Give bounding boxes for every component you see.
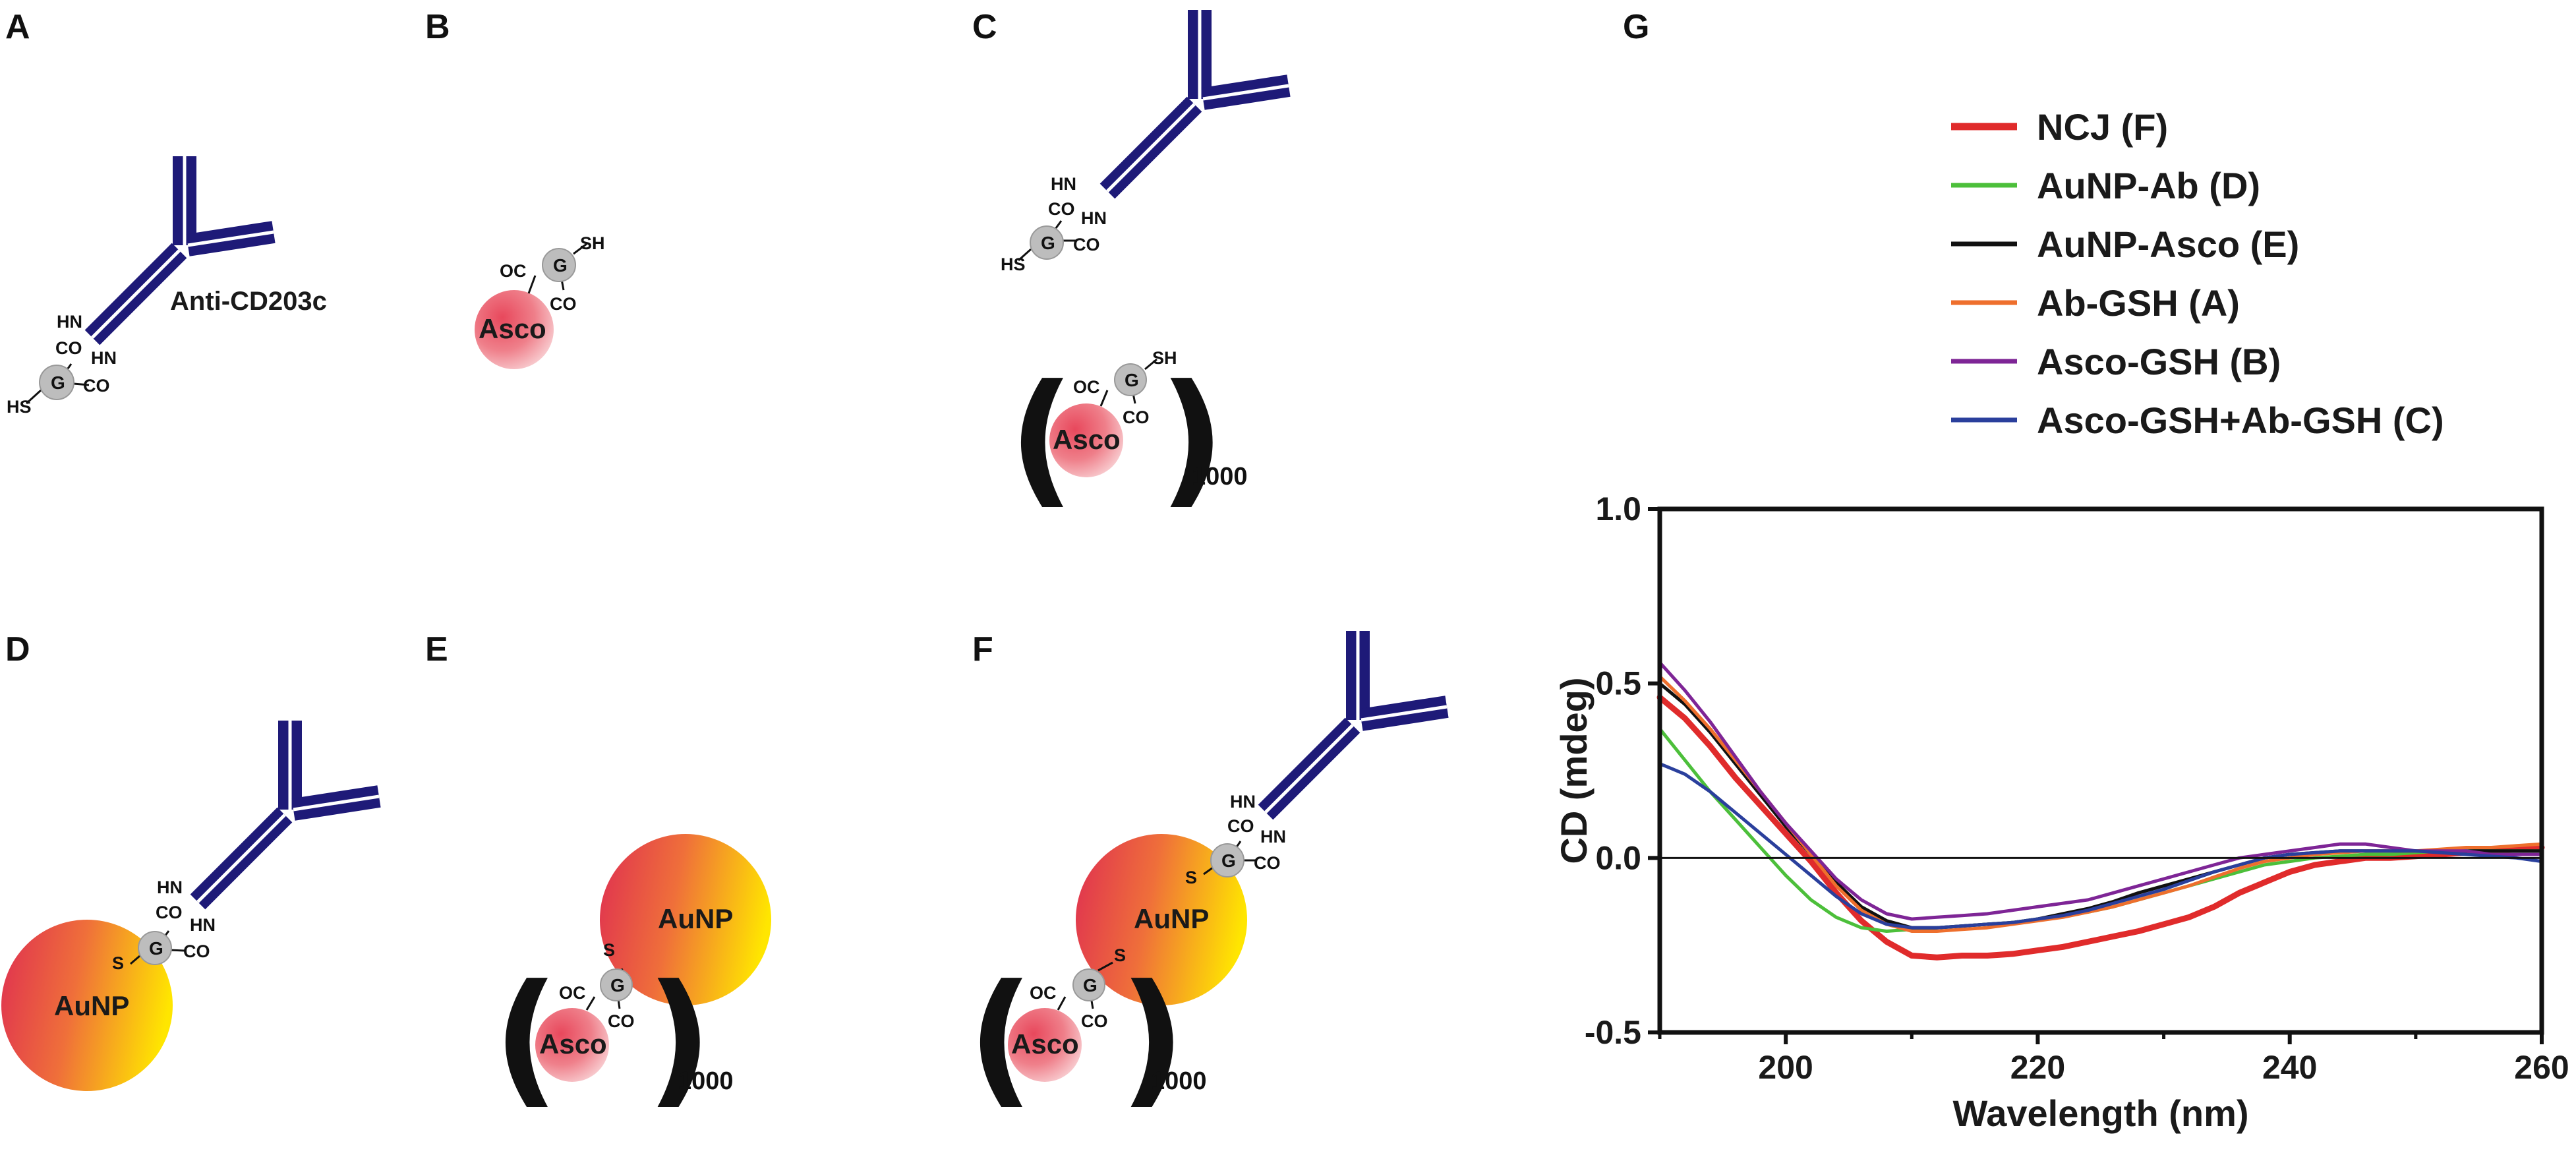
- hn-bottom-label: HN: [190, 915, 216, 935]
- legend-entry-2: AuNP-Ab (D): [2037, 165, 2260, 206]
- x-tick-label: 240: [2262, 1049, 2317, 1086]
- co-top-label: CO: [1227, 816, 1254, 836]
- co-top-label: CO: [1048, 199, 1075, 219]
- panel-a: Anti-CD203c HN CO HN CO G HS: [7, 156, 327, 417]
- hn-bottom-label: HN: [1260, 827, 1286, 847]
- co-top-label: CO: [156, 903, 183, 922]
- oc-label: OC: [500, 261, 527, 281]
- co-label: CO: [550, 294, 577, 314]
- series-line-6: [1658, 761, 2544, 930]
- sulfur-label: S: [1185, 868, 1197, 887]
- glycine-label: G: [51, 372, 65, 393]
- antibody-icon: [1266, 631, 1447, 812]
- legend-entry-1: NCJ (F): [2037, 106, 2168, 148]
- co-bottom-label: CO: [1254, 853, 1281, 873]
- x-tick-label: 220: [2010, 1049, 2065, 1086]
- chart-axes: 200 220 240 260 -0.5 0.0 0.5 1.0: [1585, 490, 2569, 1086]
- panel-letter-c: C: [972, 8, 997, 46]
- chart-series: [1656, 661, 2545, 961]
- panel-d: AuNP HN CO HN CO G S: [1, 721, 379, 1091]
- count-1000-label: 1000: [678, 1067, 734, 1095]
- hn-top-label: HN: [1230, 792, 1256, 812]
- oc-label: OC: [559, 983, 586, 1003]
- glycine-label: G: [149, 938, 163, 959]
- close-parenthesis: ): [1159, 353, 1225, 522]
- co-label: CO: [608, 1011, 635, 1031]
- asco-label: Asco: [479, 313, 546, 344]
- legend-entry-6: Asco-GSH+Ab-GSH (C): [2037, 400, 2444, 441]
- thiol-label: SH: [580, 233, 605, 253]
- series-line-3: [1658, 682, 2544, 930]
- oc-label: OC: [1073, 377, 1100, 397]
- legend-entry-4: Ab-GSH (A): [2037, 282, 2240, 324]
- aunp-label: AuNP: [658, 903, 733, 934]
- panel-letter-g: G: [1623, 8, 1649, 46]
- x-axis-title: Wavelength (nm): [1952, 1092, 2248, 1134]
- panel-letter-b: B: [425, 8, 450, 46]
- hn-bottom-label: HN: [91, 348, 117, 368]
- thiol-label: HS: [1001, 254, 1026, 274]
- series-line-5: [1658, 661, 2544, 921]
- sulfur-label: S: [112, 953, 124, 973]
- legend-entry-3: AuNP-Asco (E): [2037, 223, 2299, 265]
- chart-legend: NCJ (F) AuNP-Ab (D) AuNP-Asco (E) Ab-GSH (A…: [1951, 106, 2444, 441]
- y-tick-label: 1.0: [1595, 490, 1641, 527]
- panel-c: HN CO HN CO G HS ( Asco OC G CO SH ) 100…: [1001, 10, 1289, 522]
- y-axis-title: CD (mdeg): [1553, 677, 1595, 864]
- hn-top-label: HN: [157, 877, 183, 897]
- count-1000-label: 1000: [1192, 463, 1248, 490]
- asco-label: Asco: [1053, 424, 1121, 455]
- hn-top-label: HN: [1051, 174, 1076, 194]
- co-bottom-label: CO: [183, 941, 210, 961]
- series-line-4: [1658, 674, 2544, 933]
- glycine-label: G: [553, 255, 568, 276]
- panel-b: Asco OC G CO SH: [475, 233, 605, 369]
- panel-letter-d: D: [5, 630, 30, 669]
- panel-letter-a: A: [5, 8, 30, 46]
- hn-top-label: HN: [57, 312, 82, 332]
- glycine-label: G: [1083, 975, 1098, 996]
- close-parenthesis: ): [646, 953, 713, 1122]
- legend-entry-5: Asco-GSH (B): [2037, 341, 2281, 382]
- panel-letter-f: F: [972, 630, 993, 669]
- co-label: CO: [1123, 407, 1150, 427]
- panel-letter-e: E: [425, 630, 448, 669]
- co-top-label: CO: [55, 338, 82, 358]
- aunp-label: AuNP: [54, 990, 129, 1021]
- glycine-label: G: [1125, 370, 1139, 390]
- close-parenthesis: ): [1119, 953, 1186, 1122]
- plot-frame: [1657, 506, 2544, 1035]
- antibody-icon: [198, 721, 379, 902]
- thiol-label: SH: [1152, 348, 1177, 368]
- series-line-1: [1656, 694, 2545, 961]
- co-bottom-label: CO: [1073, 235, 1100, 254]
- y-tick-label: 0.0: [1595, 839, 1641, 876]
- panel-f: AuNP HN CO HN CO G S S ( Asco OC G CO ) …: [968, 631, 1447, 1122]
- y-tick-label: -0.5: [1585, 1014, 1641, 1051]
- glycine-label: G: [610, 975, 625, 996]
- antibody-label: Anti-CD203c: [170, 287, 327, 316]
- antibody-icon: [1107, 10, 1289, 191]
- panel-e: AuNP S ( Asco OC G CO ) 1000: [493, 834, 771, 1122]
- sulfur-label: S: [1114, 945, 1126, 965]
- hn-bottom-label: HN: [1081, 208, 1107, 228]
- sulfur-label: S: [603, 940, 615, 960]
- co-bottom-label: CO: [83, 376, 110, 396]
- y-tick-label: 0.5: [1595, 665, 1641, 702]
- count-1000-label: 1000: [1151, 1067, 1207, 1095]
- x-tick-label: 200: [1758, 1049, 1813, 1086]
- asco-label: Asco: [1011, 1028, 1079, 1059]
- thiol-label: HS: [7, 397, 32, 417]
- glycine-label: G: [1221, 850, 1236, 871]
- co-label: CO: [1081, 1011, 1108, 1031]
- asco-label: Asco: [539, 1028, 607, 1059]
- x-tick-label: 260: [2514, 1049, 2569, 1086]
- oc-label: OC: [1030, 983, 1057, 1003]
- aunp-label: AuNP: [1134, 903, 1209, 934]
- cd-spectrum-chart: NCJ (F) AuNP-Ab (D) AuNP-Asco (E) Ab-GSH (A…: [1553, 106, 2569, 1134]
- glycine-label: G: [1041, 233, 1055, 253]
